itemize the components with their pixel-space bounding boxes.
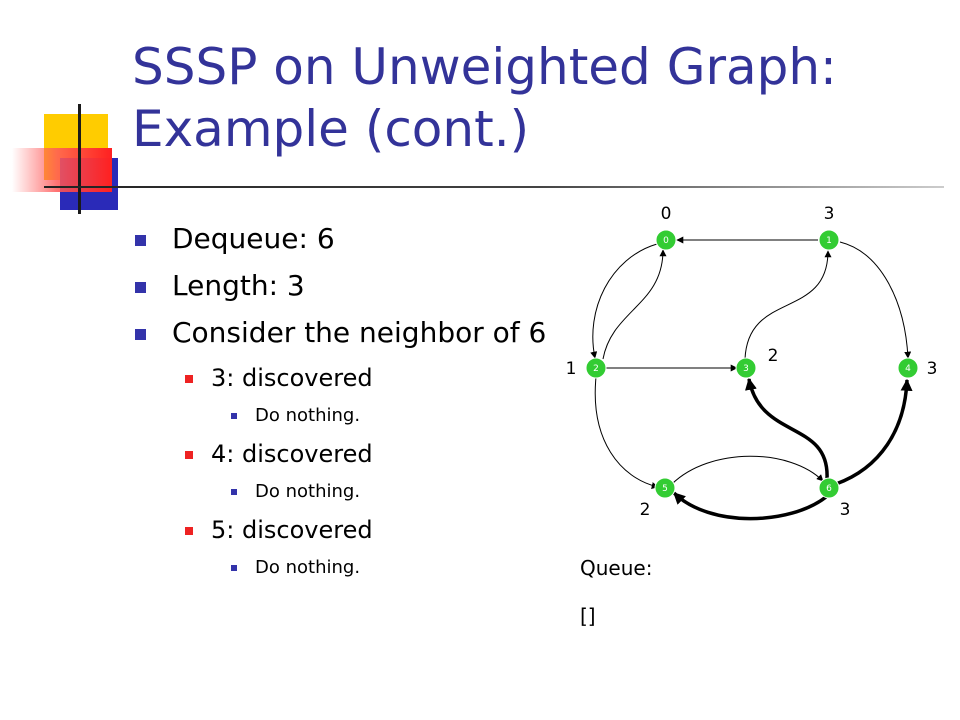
graph-node-4 <box>897 357 919 379</box>
distance-label-node-6: 3 <box>840 500 851 520</box>
bullet-text: 3: discovered <box>211 364 373 392</box>
square-bullet-icon <box>135 329 146 340</box>
graph-node-3 <box>735 357 757 379</box>
distance-label-node-2: 1 <box>566 359 577 379</box>
graph-node-label: 4 <box>905 364 911 374</box>
edge-6-5 <box>672 491 828 521</box>
graph-node-label: 2 <box>593 364 599 374</box>
bullet-consider: Consider the neighbor of 6 <box>135 316 555 350</box>
graph-node-label: 5 <box>662 484 668 494</box>
bullet-text: Dequeue: 6 <box>172 222 335 255</box>
graph-node-label: 3 <box>743 364 749 374</box>
graph-node-2 <box>585 357 607 379</box>
edge-2-0 <box>602 249 667 360</box>
edge-0-2 <box>590 243 658 359</box>
square-bullet-icon <box>185 375 193 383</box>
graph-node-5 <box>654 477 676 499</box>
distance-label-node-1: 3 <box>824 204 835 224</box>
slide-title: SSSP on Unweighted Graph: Example (cont.… <box>132 38 837 158</box>
sub-bullet-node-3: 3: discovered <box>135 363 555 393</box>
bullet-text: Do nothing. <box>255 405 361 426</box>
decor-red-gradient <box>12 148 112 192</box>
graph-node-1 <box>818 229 840 251</box>
sub-bullet-node-4: 4: discovered <box>135 439 555 469</box>
graph-node-label: 1 <box>826 236 832 246</box>
graph-diagram: 0 1 2 3 4 5 6 0 3 1 2 3 2 3 <box>566 204 938 521</box>
bullet-text: 4: discovered <box>211 440 373 468</box>
square-bullet-icon <box>231 413 237 419</box>
edge-6-4 <box>835 378 913 486</box>
edge-5-6 <box>671 455 824 485</box>
sub-sub-bullet-node-3-action: Do nothing. <box>135 404 555 428</box>
graph-edges <box>590 236 913 521</box>
distance-label-node-0: 0 <box>661 204 672 224</box>
distance-label-node-4: 3 <box>927 359 938 379</box>
graph-node-label: 0 <box>663 236 669 246</box>
square-bullet-icon <box>231 489 237 495</box>
bullet-text: Do nothing. <box>255 557 361 578</box>
bullet-list: Dequeue: 6 Length: 3 Consider the neighb… <box>135 222 555 591</box>
square-bullet-icon <box>185 527 193 535</box>
square-bullet-icon <box>231 565 237 571</box>
edge-6-3 <box>745 377 829 480</box>
bullet-length: Length: 3 <box>135 269 555 303</box>
graph-node-6 <box>818 477 840 499</box>
distance-label-node-5: 2 <box>640 500 651 520</box>
bullet-dequeue: Dequeue: 6 <box>135 222 555 256</box>
square-bullet-icon <box>135 282 146 293</box>
graph-node-0 <box>655 229 677 251</box>
bullet-text: Do nothing. <box>255 481 361 502</box>
graph-node-label: 6 <box>826 484 832 494</box>
sub-sub-bullet-node-4-action: Do nothing. <box>135 480 555 504</box>
decor-vertical-line <box>78 104 81 214</box>
sub-sub-bullet-node-5-action: Do nothing. <box>135 556 555 580</box>
edge-1-4 <box>839 241 912 359</box>
bullet-text: 5: discovered <box>211 516 373 544</box>
graph-nodes: 0 1 2 3 4 5 6 <box>585 229 919 499</box>
queue-label: Queue: <box>580 556 653 580</box>
sub-bullet-node-5: 5: discovered <box>135 515 555 545</box>
edge-2-5 <box>594 376 659 489</box>
edge-3-1 <box>744 250 832 360</box>
square-bullet-icon <box>135 235 146 246</box>
square-bullet-icon <box>185 451 193 459</box>
bullet-text: Length: 3 <box>172 269 305 302</box>
title-underline <box>44 186 944 188</box>
distance-labels: 0 3 1 2 3 2 3 <box>566 204 938 520</box>
queue-value: [] <box>580 604 596 628</box>
distance-label-node-3: 2 <box>768 346 779 366</box>
bullet-text: Consider the neighbor of 6 <box>172 316 547 349</box>
